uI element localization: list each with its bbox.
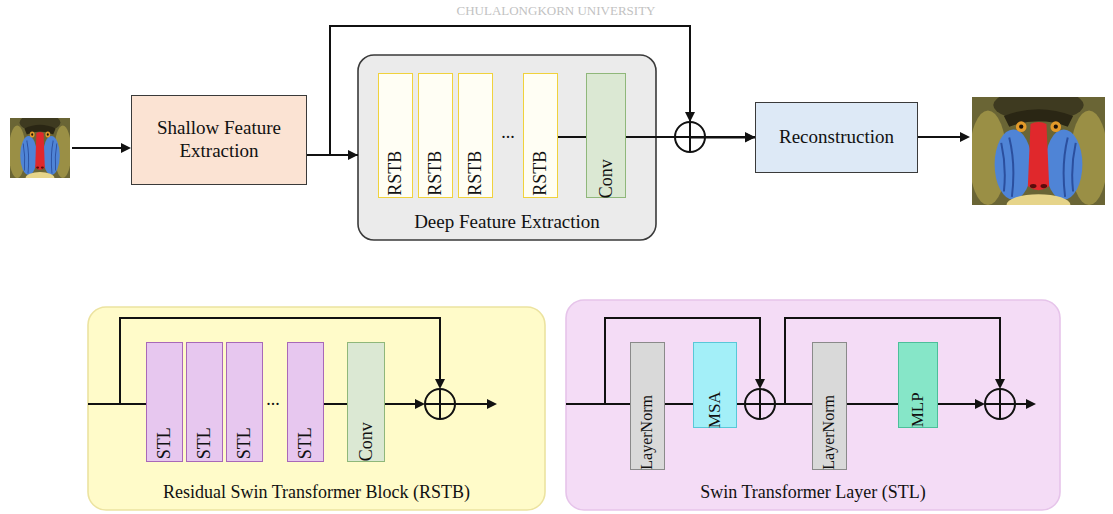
flow-arrow xyxy=(938,403,976,405)
conv-layer: Conv xyxy=(586,73,626,198)
rstb-block: RSTB xyxy=(418,73,453,198)
arrow-head xyxy=(415,399,425,409)
panel-title: Residual Swin Transformer Block (RSTB) xyxy=(88,482,545,503)
box-label: Conv xyxy=(596,161,617,199)
msa-box: MSA xyxy=(693,342,737,428)
flow-arrow xyxy=(88,403,146,405)
mlp-box: MLP xyxy=(898,342,938,428)
box-label: LayerNorm xyxy=(820,436,838,469)
process-box: Shallow Feature Extraction xyxy=(131,95,307,185)
box-label: STL xyxy=(295,426,316,461)
panel-background xyxy=(358,55,656,240)
panel-background xyxy=(566,300,1060,510)
flow-arrow xyxy=(1015,403,1027,405)
conv-layer: Conv xyxy=(347,342,385,462)
arrow-head xyxy=(975,399,985,409)
layernorm-box: LayerNorm xyxy=(812,342,847,470)
process-box: Reconstruction xyxy=(755,102,918,173)
box-label: RSTB xyxy=(465,163,486,196)
stl-layer: STL xyxy=(186,342,223,462)
sum-symbol xyxy=(985,389,1015,419)
stl-layer: STL xyxy=(287,342,324,462)
panel-background xyxy=(88,307,545,510)
stl-layer: STL xyxy=(146,342,183,462)
layernorm-box: LayerNorm xyxy=(630,342,665,470)
input-image xyxy=(9,114,71,185)
output-image xyxy=(969,89,1107,216)
group-panel: Deep Feature Extraction RSTB RSTB RSTB RSTB C… xyxy=(358,55,656,240)
output-image xyxy=(969,89,1107,216)
box-label: Shallow Feature Extraction xyxy=(140,117,298,163)
box-label: STL xyxy=(194,426,215,461)
group-panel: Swin Transformer Layer (STL) LayerNorm MSA… xyxy=(566,300,1060,510)
box-label: MSA xyxy=(705,389,725,431)
watermark: CHULALONGKORN UNIVERSITY xyxy=(457,4,656,18)
flow-arrow xyxy=(72,147,122,149)
box-label: Reconstruction xyxy=(779,126,894,149)
panel-title: Swin Transformer Layer (STL) xyxy=(566,482,1060,503)
rstb-block: RSTB xyxy=(458,73,493,198)
connector xyxy=(665,403,693,405)
arrow-head xyxy=(1026,399,1036,409)
box-label: STL xyxy=(234,426,255,461)
ellipsis: ... xyxy=(501,123,515,143)
box-label: MLP xyxy=(908,391,928,429)
box-label: Conv xyxy=(356,426,377,462)
flow-arrow xyxy=(566,403,630,405)
ellipsis: ... xyxy=(266,390,280,410)
rstb-block: RSTB xyxy=(378,73,413,198)
connector xyxy=(737,403,812,405)
arrow-head xyxy=(755,379,765,389)
arrow-head xyxy=(960,132,970,142)
input-image xyxy=(9,114,71,185)
box-label: RSTB xyxy=(385,163,406,196)
flow-arrow xyxy=(385,403,416,405)
connector xyxy=(847,403,898,405)
arrow-head xyxy=(487,399,497,409)
box-label: RSTB xyxy=(530,163,551,196)
sum-symbol xyxy=(999,389,1001,419)
flow-arrow xyxy=(918,136,961,138)
box-label: RSTB xyxy=(425,163,446,196)
arrow-head xyxy=(995,379,1005,389)
group-panel: Residual Swin Transformer Block (RSTB) ST… xyxy=(88,307,545,510)
panel-title: Deep Feature Extraction xyxy=(358,211,656,233)
stl-layer: STL xyxy=(226,342,263,462)
rstb-block: RSTB xyxy=(523,73,558,198)
box-label: LayerNorm xyxy=(638,436,656,469)
box-label: STL xyxy=(154,426,175,461)
flow-arrow xyxy=(455,403,488,405)
connector xyxy=(324,403,347,405)
sum-symbol xyxy=(425,389,455,419)
arrow-head xyxy=(435,379,445,389)
connector xyxy=(558,136,586,138)
arrow-head xyxy=(121,143,131,153)
sum-symbol xyxy=(439,389,441,419)
